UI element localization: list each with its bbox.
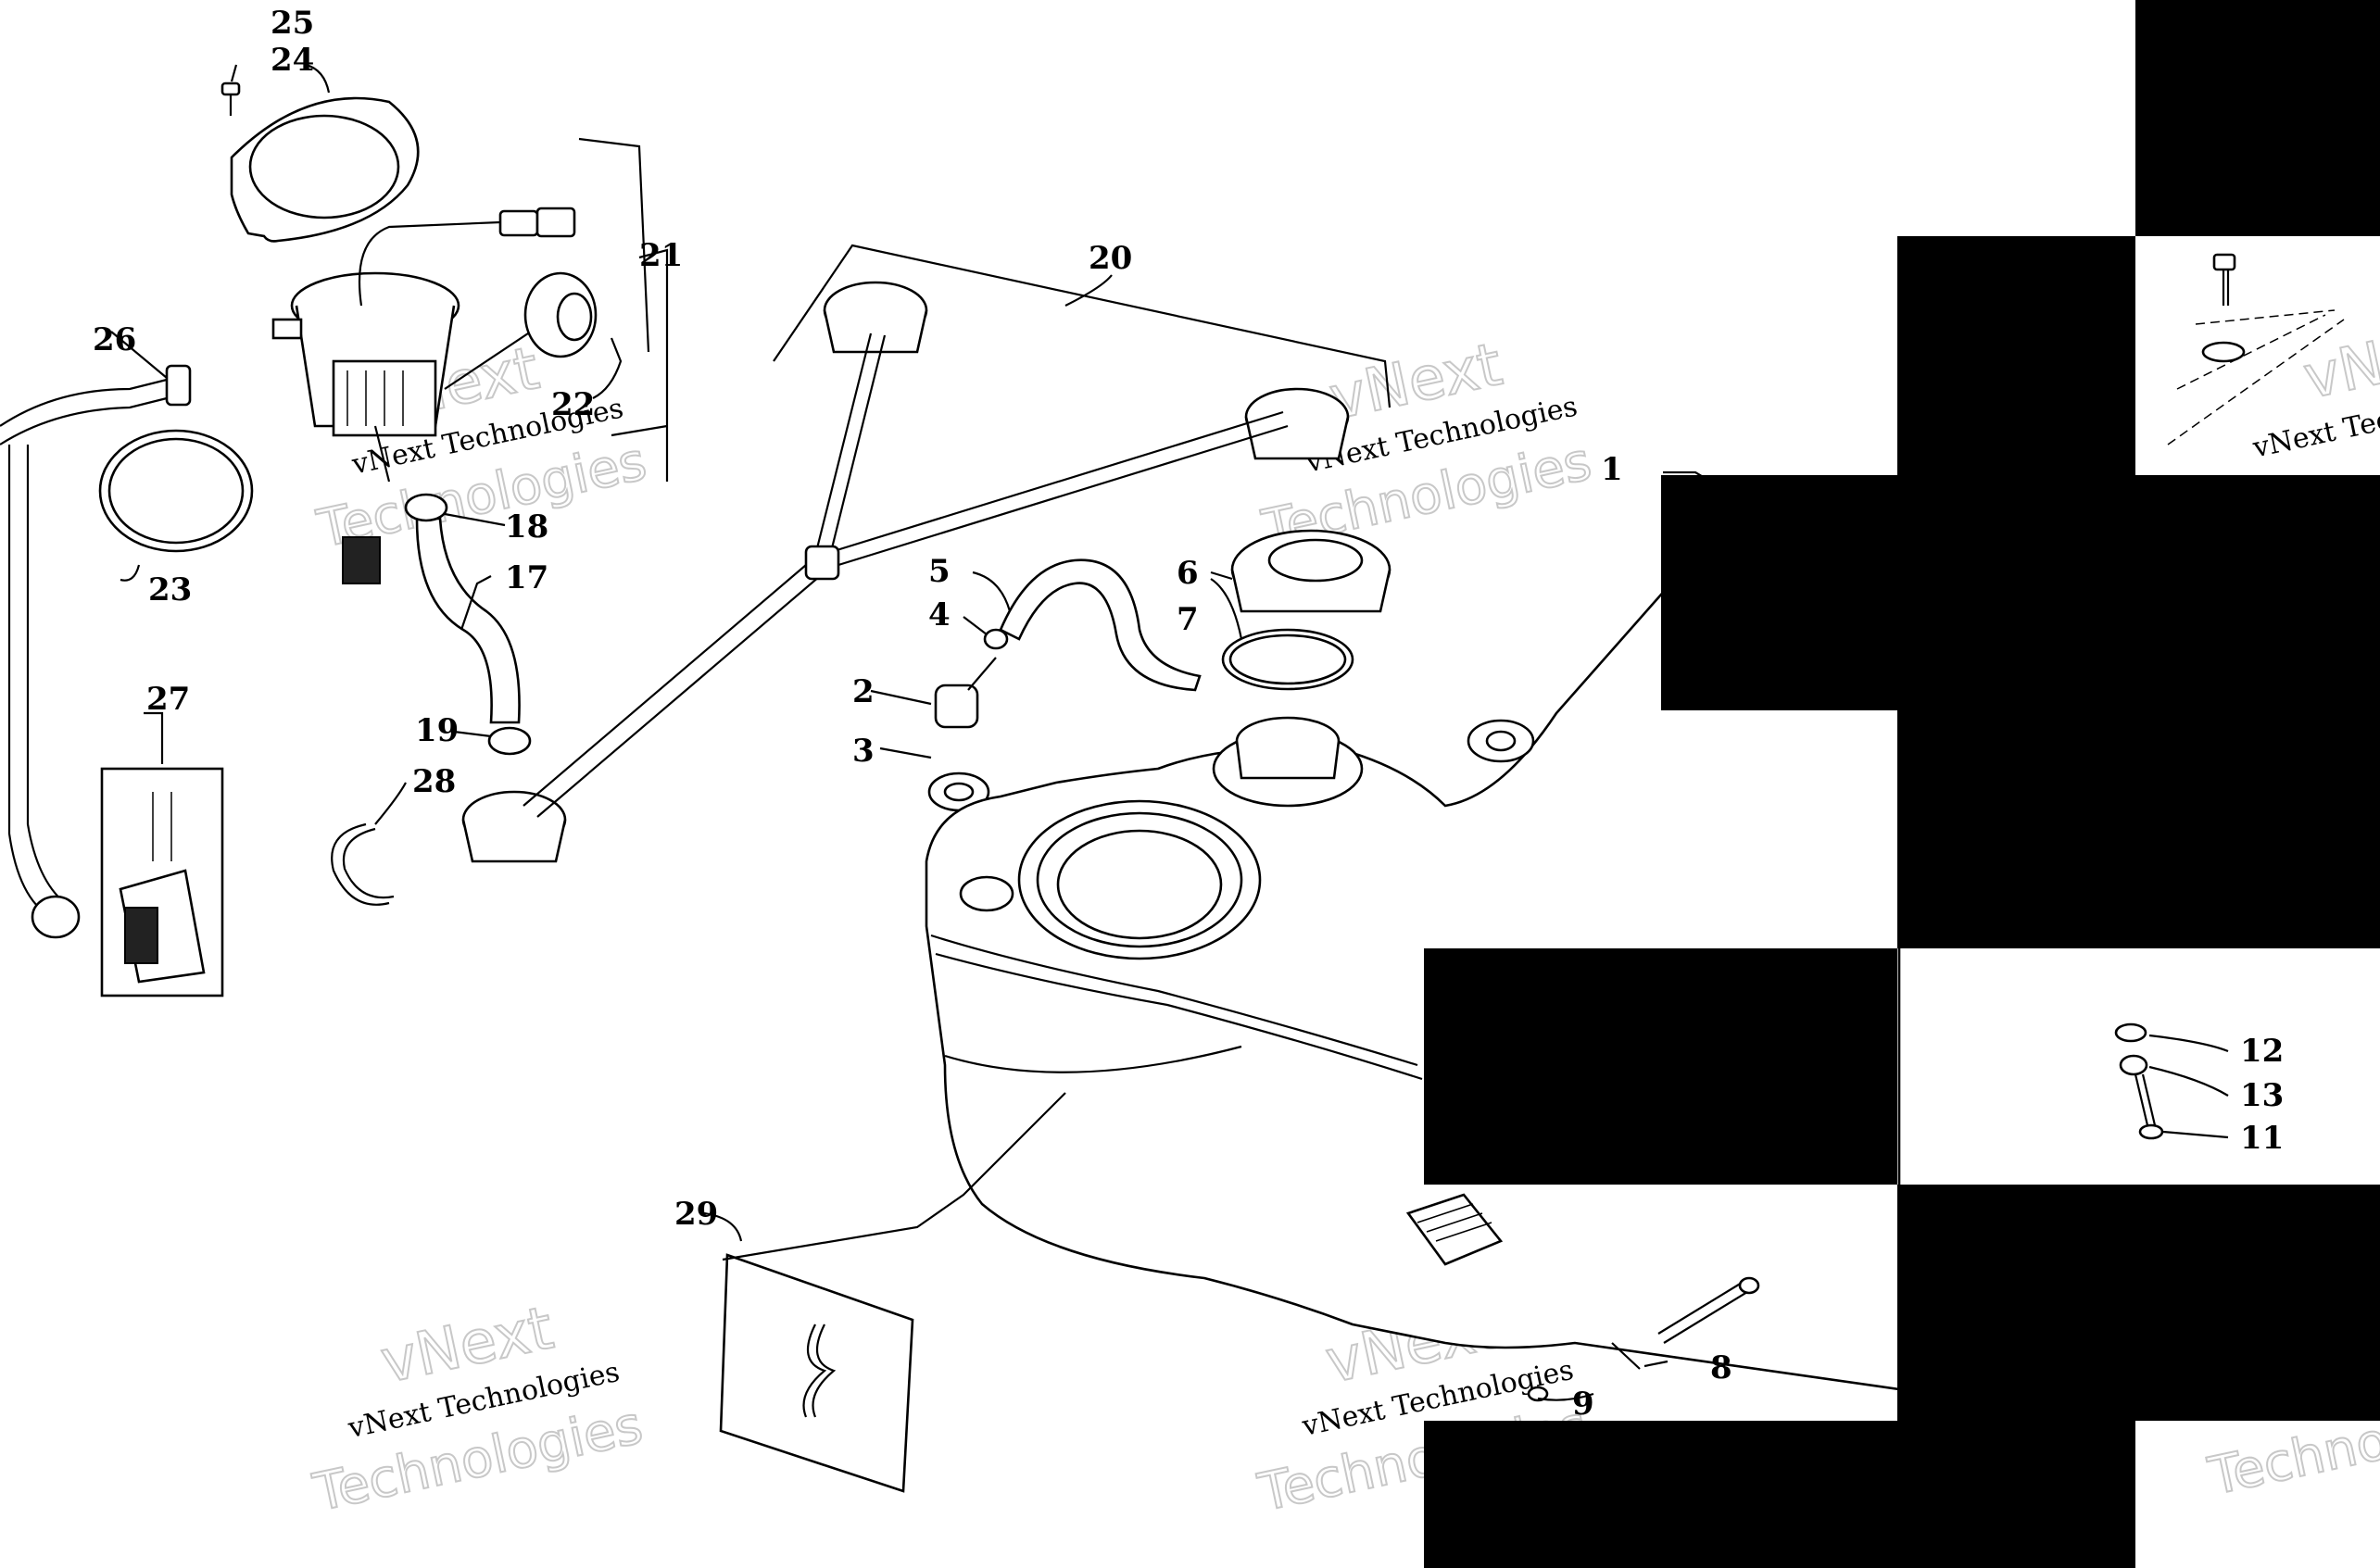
redaction-block — [1661, 475, 2380, 710]
redaction-block — [1897, 1185, 2380, 1421]
callout-27: 27 — [146, 681, 190, 718]
callout-22: 22 — [551, 386, 595, 423]
leader-lines — [110, 63, 2229, 1401]
fitting-2 — [934, 657, 997, 729]
nut-13 — [2119, 1054, 2148, 1076]
redaction-blocks — [1424, 0, 2380, 1568]
clamp-19 — [487, 726, 532, 756]
callout-17: 17 — [505, 559, 548, 596]
o-ring-23 — [98, 429, 254, 553]
float-22 — [444, 271, 598, 390]
callout-2: 2 — [852, 673, 875, 710]
pin-9 — [1527, 1342, 1641, 1402]
callout-7: 7 — [1177, 601, 1199, 638]
callout-29: 29 — [674, 1196, 718, 1233]
watermark-vnext: vNext — [2298, 310, 2380, 413]
fuel-pump-module-21 — [271, 207, 576, 584]
callout-12: 12 — [2240, 1033, 2284, 1070]
washer-12 — [2114, 1022, 2147, 1043]
redaction-block — [1424, 948, 1897, 1185]
bolt-8 — [1657, 1276, 1760, 1344]
clip-28 — [331, 822, 395, 906]
gasket-plate-24 — [230, 96, 420, 243]
screw-25 — [220, 82, 241, 116]
callout-6: 6 — [1177, 555, 1199, 592]
screw-11 — [2134, 1073, 2164, 1140]
callout-24: 24 — [271, 42, 314, 79]
clamp-4 — [983, 628, 1009, 650]
redaction-block — [1897, 236, 2135, 475]
redaction-block — [1424, 1421, 2135, 1568]
redaction-block — [2135, 0, 2380, 236]
callout-25: 25 — [271, 5, 314, 42]
callout-20: 20 — [1089, 240, 1132, 277]
callout-21: 21 — [639, 237, 683, 274]
watermark-group-5: vNext vNext Technologies — [2249, 309, 2380, 465]
clamp-18 — [404, 493, 448, 522]
callout-8: 8 — [1710, 1349, 1732, 1386]
watermark-group-3: vNext vNext Technologies Technologies — [308, 1293, 649, 1524]
gasket-7 — [1221, 628, 1354, 691]
wiring-box-27 — [100, 767, 224, 997]
callout-18: 18 — [505, 508, 548, 546]
callout-23: 23 — [148, 571, 192, 608]
fuel-line-26 — [0, 364, 192, 939]
callout-4: 4 — [928, 596, 951, 633]
callout-13: 13 — [2240, 1077, 2284, 1114]
callout-9: 9 — [1572, 1386, 1594, 1423]
decal-29 — [719, 1253, 914, 1493]
grommet-3 — [927, 771, 990, 812]
vent-assembly-20 — [461, 281, 1350, 863]
hose-5 — [999, 558, 1202, 692]
callout-3: 3 — [852, 733, 875, 770]
hose-17 — [415, 517, 521, 724]
callout-5: 5 — [928, 553, 951, 590]
inset-detail — [2167, 253, 2345, 445]
callout-28: 28 — [412, 763, 456, 800]
callout-26: 26 — [93, 321, 136, 358]
callout-1: 1 — [1601, 451, 1623, 488]
callout-19: 19 — [415, 712, 459, 749]
redaction-block — [1897, 710, 2380, 948]
fuel-cap-6 — [1230, 529, 1391, 613]
callout-labels: 25 24 21 20 26 22 18 17 23 27 19 28 1 6 … — [93, 5, 1732, 1386]
callout-11: 11 — [2240, 1120, 2284, 1157]
callout-labels-visible: 7 9 12 13 11 — [1177, 601, 2284, 1423]
